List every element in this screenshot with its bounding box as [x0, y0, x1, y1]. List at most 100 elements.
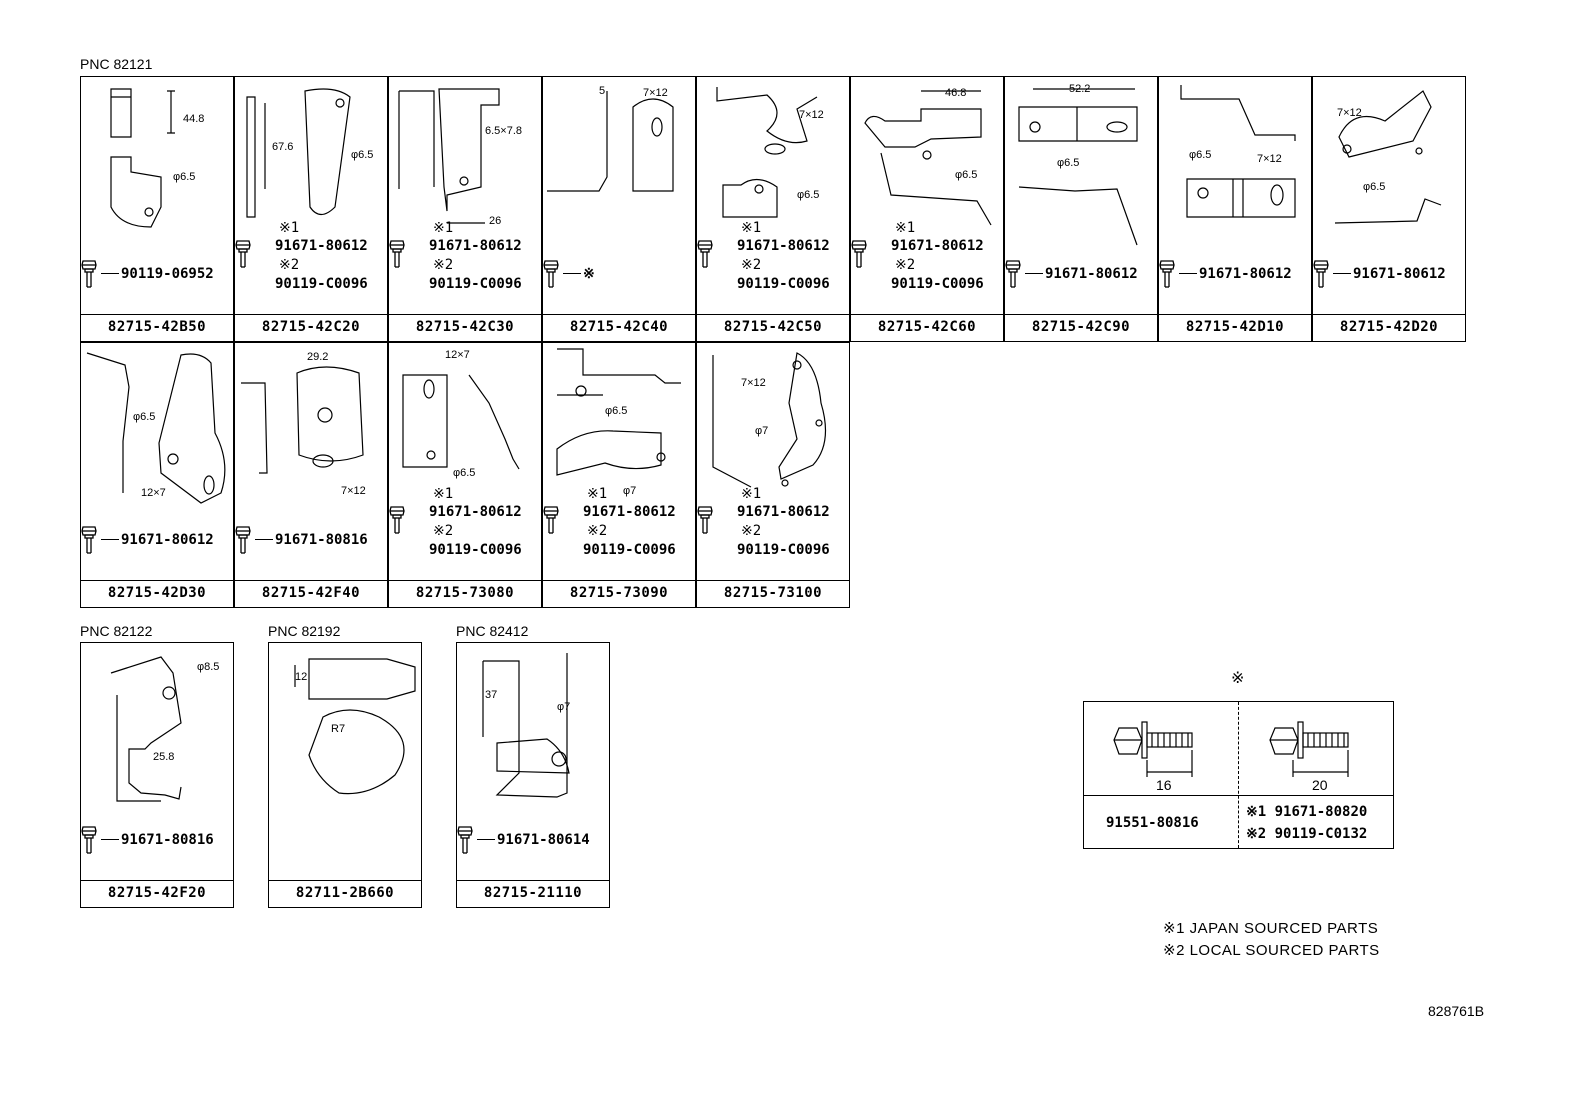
dimension-label: φ6.5: [1363, 181, 1386, 193]
local-sourced-marker: ※2: [895, 257, 916, 273]
local-sourced-marker: ※2: [587, 523, 608, 539]
pnc-label-82192: PNC 82192: [268, 623, 341, 639]
bracket-drawing: [86, 352, 226, 504]
bracket-drawing: [1180, 85, 1296, 218]
part-number: 82715-42C90: [1005, 314, 1157, 341]
pnc-label-82121: PNC 82121: [80, 56, 153, 72]
bracket-drawing: [110, 88, 175, 228]
part-cell-82715-42B50: 44.8 φ6.5 90119-06952 82715-42B50: [80, 76, 234, 342]
dimension-label: φ6.5: [1189, 149, 1212, 161]
part-number: 82715-42C20: [235, 314, 387, 341]
bracket-drawing: [1334, 90, 1442, 224]
bolt-icon: [81, 526, 97, 554]
japan-sourced-marker: ※1: [433, 220, 454, 236]
bolt-part-number-local: 90119-C0096: [429, 542, 522, 558]
dimension-label: 26: [489, 215, 502, 227]
bracket-drawing: [402, 374, 520, 470]
part-number: 82715-42C30: [389, 314, 541, 341]
dimension-label: φ6.5: [797, 189, 820, 201]
part-number: 82715-42C60: [851, 314, 1003, 341]
bolt-part-number: 91671-80614: [497, 832, 590, 848]
dimension-label: 25.8: [153, 751, 175, 763]
bracket-drawing: [864, 90, 992, 226]
japan-sourced-marker: ※1: [895, 220, 916, 236]
bolt-20-length: 20: [1312, 777, 1328, 793]
dimension-label: 7×12: [1257, 153, 1282, 165]
bolt-reference-table: 16 20 91551-80816 ※1 91671-80820 ※2 9011…: [1083, 701, 1394, 849]
bolt-part-number-japan: 91671-80612: [429, 238, 522, 254]
japan-sourced-marker: ※1: [433, 486, 454, 502]
bolt-icon: [389, 240, 405, 268]
bracket-drawing: [294, 658, 416, 795]
bolt-icon: [543, 260, 559, 288]
bolt-icon: [235, 526, 251, 554]
bolt-leader-line: [1333, 273, 1351, 274]
pnc-label-82412: PNC 82412: [456, 623, 529, 639]
part-number: 82715-73100: [697, 580, 849, 607]
dimension-label: φ6.5: [453, 467, 476, 479]
bolt-part-number: 91671-80816: [121, 832, 214, 848]
bolt-16-icon: [1113, 721, 1193, 777]
bolt-icon: [851, 240, 867, 268]
bracket-drawing: [1018, 88, 1138, 246]
dimension-label: φ7: [755, 425, 769, 437]
bolt-part-number-local: 90119-C0096: [737, 276, 830, 292]
bracket-drawing: [547, 91, 674, 192]
diagram-reference-code: 828761B: [1428, 1003, 1485, 1019]
bolt-part-number-local: 90119-C0096: [891, 276, 984, 292]
bolt-part-number: 90119-06952: [121, 266, 214, 282]
dimension-label: 37: [485, 689, 498, 701]
bolt-part-number-local: 90119-C0096: [429, 276, 522, 292]
pnc-label-82122: PNC 82122: [80, 623, 153, 639]
part-number: 82715-73080: [389, 580, 541, 607]
part-number: 82715-42D10: [1159, 314, 1311, 341]
dimension-label: 7×12: [799, 109, 824, 121]
bolt-part-number-japan: 91671-80612: [429, 504, 522, 520]
dimension-label: φ7: [557, 701, 571, 713]
dimension-label: φ6.5: [1057, 157, 1080, 169]
part-number: 82715-42C50: [697, 314, 849, 341]
bracket-drawing: [556, 348, 681, 476]
dimension-label: 12×7: [141, 487, 166, 499]
bolt-part-number-japan: 91671-80612: [275, 238, 368, 254]
dimension-label: 7×12: [1337, 107, 1362, 119]
bracket-drawing: [712, 352, 827, 488]
bolt-icon: [81, 260, 97, 288]
dimension-label: 29.2: [307, 351, 329, 363]
dimension-label: φ6.5: [173, 171, 196, 183]
bracket-drawing: [246, 88, 351, 218]
japan-sourced-marker: ※1: [741, 220, 762, 236]
dimension-label: φ8.5: [197, 661, 220, 673]
bolt-leader-line: [101, 539, 119, 540]
dimension-label: 67.6: [272, 141, 294, 153]
bracket-drawing: [398, 88, 500, 224]
part-number: 82715-42D20: [1313, 314, 1465, 341]
bolt-part-number-local: 90119-C0096: [583, 542, 676, 558]
dimension-label: 44.8: [183, 113, 205, 125]
bolt-leader-line: [1179, 273, 1197, 274]
part-number: 82715-42C40: [543, 314, 695, 341]
legend-japan-sourced: ※1 JAPAN SOURCED PARTS: [1163, 920, 1379, 937]
bolt-table-marker: ※: [1231, 670, 1245, 687]
bolt-leader-line: [255, 539, 273, 540]
bolt-16-length: 16: [1156, 777, 1172, 793]
part-number: 82715-42B50: [81, 314, 233, 341]
dimension-label: 12: [295, 671, 308, 683]
japan-sourced-marker: ※1: [279, 220, 300, 236]
dimension-label: 5: [599, 85, 606, 97]
bolt-16-part-number: 91551-80816: [1106, 815, 1199, 831]
dimension-label: φ6.5: [133, 411, 156, 423]
bracket-drawing: [241, 366, 364, 474]
bolt-20-part-number-local: ※2 90119-C0132: [1246, 826, 1368, 842]
part-number: 82711-2B660: [269, 880, 421, 907]
